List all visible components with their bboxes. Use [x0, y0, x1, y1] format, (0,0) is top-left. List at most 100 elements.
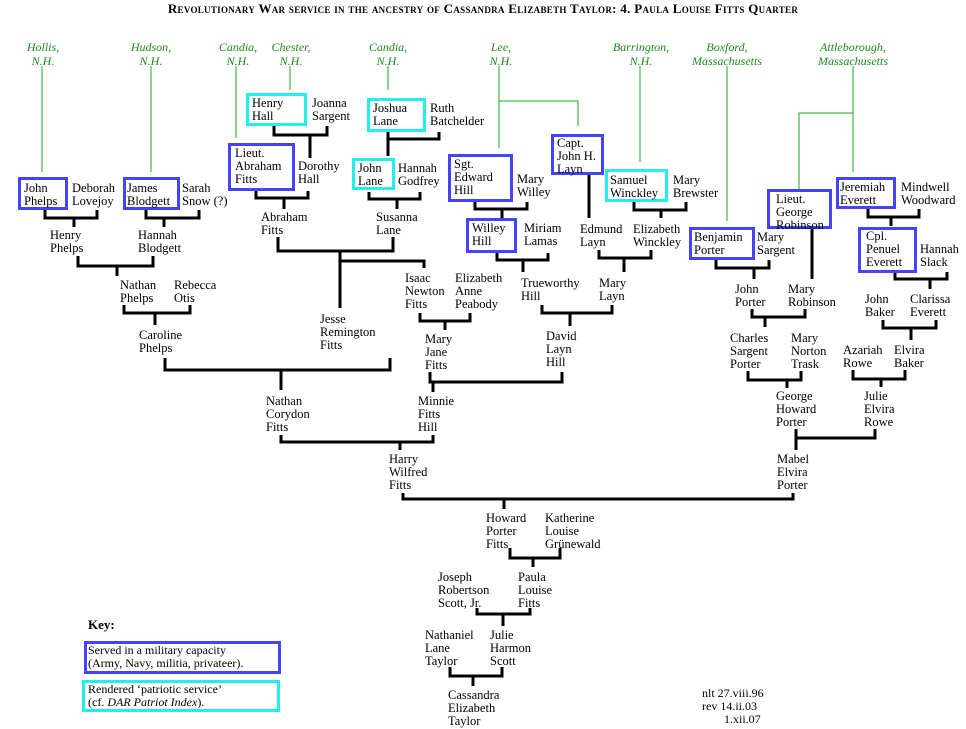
person-susanna-lane: Susanna Lane: [376, 210, 418, 237]
revision-line1: nlt 27.viii.96: [702, 686, 764, 700]
legend-cf: (cf.: [88, 695, 108, 709]
revision-line3: 1.xii.07: [724, 712, 761, 726]
person-mary-jane-fitts: Mary Jane Fitts: [425, 332, 453, 372]
person-willey-hill: Willey Hill: [472, 221, 506, 248]
person-trueworthy-hill: Trueworthy Hill: [521, 276, 580, 303]
person-joseph-robertson-scott: Joseph Robertson Scott, Jr.: [438, 570, 490, 610]
person-samuel-winckley: Samuel Winckley: [610, 173, 659, 200]
person-harry-wilfred-fitts: Harry Wilfred Fitts: [389, 452, 428, 492]
person-abraham-fitts: Abraham Fitts: [261, 210, 308, 237]
person-deborah-lovejoy: Deborah Lovejoy: [72, 181, 116, 208]
chart-title: Revolutionary War service in the ancestr…: [167, 1, 799, 16]
military-service-box: [689, 227, 755, 260]
person-julie-elvira-rowe: Julie Elvira Rowe: [864, 389, 895, 429]
legend-military-line2: (Army, Navy, militia, privateer).: [88, 656, 244, 670]
person-mabel-elvira-porter: Mabel Elvira Porter: [777, 452, 809, 492]
military-service-box: [123, 177, 180, 210]
place-hudson: Hudson, N.H.: [130, 40, 172, 68]
legend-patriotic-text: Rendered ‘patriotic service’ (cf. DAR Pa…: [88, 683, 222, 709]
person-elizabeth-anne-peabody: Elizabeth Anne Peabody: [455, 271, 503, 311]
person-joanna-sargent: Joanna Sargent: [312, 96, 350, 123]
person-george-robinson: Lieut. George Robinson: [776, 192, 824, 232]
person-clarissa-everett: Clarissa Everett: [910, 292, 951, 319]
person-henry-hall: Henry Hall: [252, 96, 284, 123]
military-service-box: [466, 218, 517, 253]
person-charles-sargent-porter: Charles Sargent Porter: [730, 331, 769, 371]
person-mary-layn: Mary Layn: [599, 276, 627, 303]
legend-patriotic-box: [82, 680, 280, 712]
person-rebecca-otis: Rebecca Otis: [174, 278, 217, 305]
person-john-lane: John Lane: [358, 161, 383, 188]
military-service-box: [551, 134, 604, 175]
military-service-box: [836, 177, 896, 209]
patriotic-service-box: [605, 169, 668, 202]
person-hannah-blodgett: Hannah Blodgett: [138, 228, 182, 255]
person-john-phelps: John Phelps: [24, 181, 58, 208]
person-joshua-lane: Joshua Lane: [373, 101, 408, 128]
family-lines: [43, 126, 949, 686]
person-mary-sargent: Mary Sargent: [757, 230, 795, 257]
place-barrington: Barrington, N.H.: [612, 40, 670, 68]
person-minnie-fitts-hill: Minnie Fitts Hill: [418, 394, 455, 434]
legend-dar-index: DAR Patriot Index: [107, 695, 198, 709]
revision-line2: rev 14.ii.03: [702, 699, 757, 713]
person-paula-louise-fitts: Paula Louise Fitts: [518, 570, 553, 610]
person-jesse-remington-fitts: Jesse Remington Fitts: [320, 312, 376, 352]
place-hollis: Hollis, N.H.: [26, 40, 60, 68]
military-service-box: [228, 143, 295, 191]
military-service-box: [18, 177, 68, 210]
person-george-howard-porter: George Howard Porter: [776, 389, 817, 429]
person-edmund-layn: Edmund Layn: [580, 222, 623, 249]
patriotic-service-box: [246, 93, 307, 126]
person-isaac-newton-fitts: Isaac Newton Fitts: [405, 271, 445, 311]
person-edward-hill: Sgt. Edward Hill: [454, 157, 493, 197]
place-attleborough: Attleborough, Massachusetts: [818, 40, 888, 68]
legend-patriotic-line1: Rendered ‘patriotic service’: [88, 682, 222, 696]
person-caroline-phelps: Caroline Phelps: [139, 328, 183, 355]
person-nathan-corydon-fitts: Nathan Corydon Fitts: [266, 394, 310, 434]
person-azariah-rowe: Azariah Rowe: [843, 343, 883, 370]
place-candia1: Candia, N.H.: [218, 40, 258, 68]
person-howard-porter-fitts: Howard Porter Fitts: [486, 511, 527, 551]
person-mindwell-woodward: Mindwell Woodward: [901, 180, 956, 207]
person-nathan-phelps: Nathan Phelps: [120, 278, 157, 305]
person-john-porter: John Porter: [735, 282, 766, 309]
person-mary-willey: Mary Willey: [517, 172, 551, 199]
person-penuel-everett: Cpl. Penuel Everett: [866, 229, 903, 269]
person-miriam-lamas: Miriam Lamas: [524, 221, 562, 248]
person-mary-norton-trask: Mary Norton Trask: [791, 331, 827, 371]
person-dorothy-hall: Dorothy Hall: [298, 159, 340, 186]
person-mary-robinson: Mary Robinson: [788, 282, 836, 309]
person-john-baker: John Baker: [865, 292, 895, 319]
person-benjamin-porter: Benjamin Porter: [694, 230, 743, 257]
person-elizabeth-winckley: Elizabeth Winckley: [633, 222, 682, 249]
legend-title: Key:: [88, 617, 115, 632]
revision-note: nlt 27.viii.96 rev 14.ii.03 1.xii.07: [702, 687, 764, 726]
person-john-h-layn: Capt. John H. Layn: [557, 136, 596, 176]
person-elvira-baker: Elvira Baker: [894, 343, 925, 370]
person-henry-phelps: Henry Phelps: [50, 228, 84, 255]
leader-attleborough: [798, 66, 854, 190]
person-nathaniel-lane-taylor: Nathaniel Lane Taylor: [425, 628, 474, 668]
legend-military-line1: Served in a military capacity: [88, 643, 226, 657]
person-katherine-louise-grunewald: Katherine Louise Grünewald: [545, 511, 601, 551]
leader-lee: [498, 66, 579, 148]
patriotic-service-box: [352, 158, 395, 190]
military-service-box: [448, 154, 513, 202]
military-service-box: [858, 227, 917, 273]
person-james-blodgett: James Blodgett: [127, 181, 171, 208]
military-service-box: [767, 189, 832, 229]
patriotic-service-box: [367, 98, 426, 132]
place-boxford: Boxford, Massachusetts: [692, 40, 762, 68]
person-hannah-godfrey: Hannah Godfrey: [398, 161, 440, 188]
person-jeremiah-everett: Jeremiah Everett: [840, 180, 886, 207]
person-hannah-slack: Hannah Slack: [920, 242, 959, 269]
place-lee: Lee, N.H.: [489, 40, 513, 68]
place-leader-lines: [41, 66, 854, 221]
place-chester: Chester, N.H.: [271, 40, 311, 68]
legend-military-box: [84, 641, 281, 674]
person-mary-brewster: Mary Brewster: [673, 173, 719, 200]
legend-patriotic-line2: (cf. DAR Patriot Index).: [88, 696, 222, 709]
person-david-layn-hill: David Layn Hill: [546, 329, 577, 369]
